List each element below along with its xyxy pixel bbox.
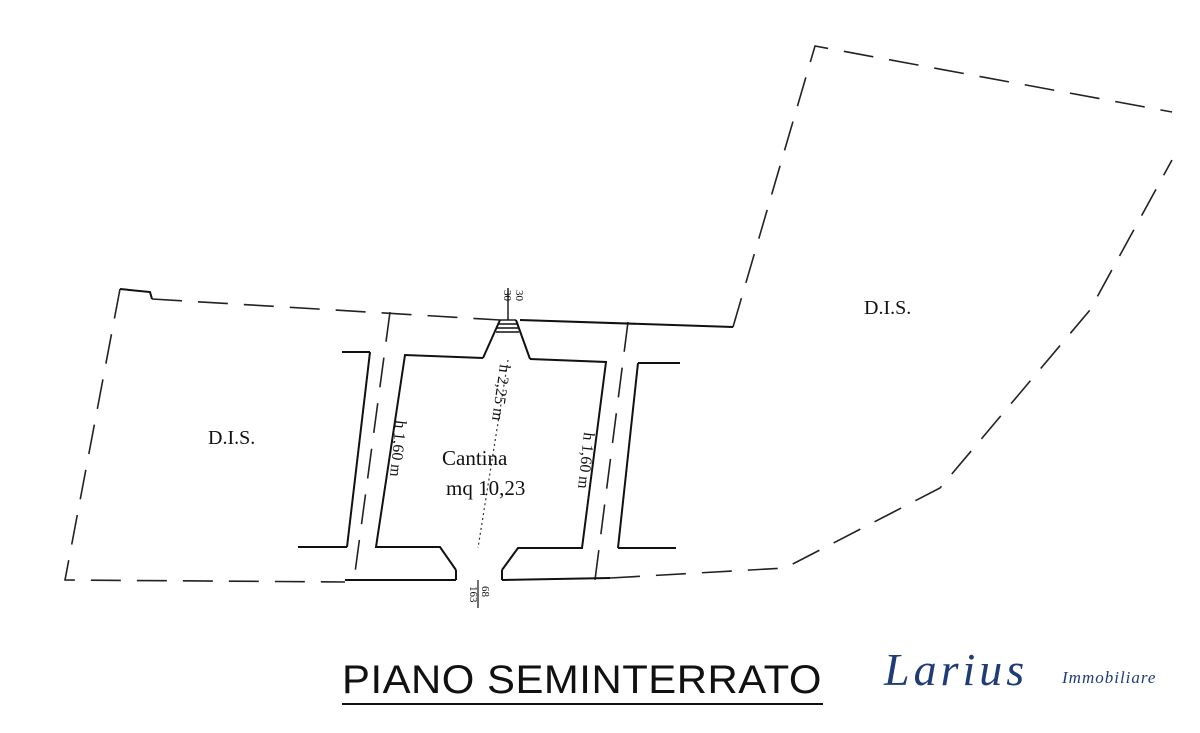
room-area: mq 10,23 [446, 476, 525, 500]
wall-top-right-segment [519, 319, 734, 328]
boundary-bottom-right [609, 159, 1173, 579]
window-splay-right [515, 319, 531, 360]
room-name: Cantina [442, 446, 508, 470]
room-center-line [477, 359, 509, 549]
room-walls-right [501, 358, 608, 571]
wall-left-outer [346, 351, 371, 548]
wall-right-outer [617, 362, 639, 549]
brand-name: Larius [883, 644, 1028, 695]
brand-tagline: Immobiliare [1061, 668, 1156, 687]
walls [119, 288, 734, 581]
property-boundary [64, 45, 1173, 583]
height-label-left: h 1,60 m [386, 420, 409, 478]
brand-logo: Larius Immobiliare [883, 644, 1156, 695]
boundary-outline [64, 288, 346, 583]
height-label-center: h 2,25 m [488, 363, 513, 422]
window-symbol [496, 288, 519, 333]
window-splay [482, 319, 501, 359]
floor-title: PIANO SEMINTERRATO [342, 658, 822, 702]
room-walls [374, 353, 484, 571]
room-cantina [374, 319, 608, 580]
boundary-top-left [151, 298, 501, 321]
door-dim-upper: 68 [479, 586, 491, 598]
wall-bottom-right [501, 577, 611, 581]
wall-top-notch [119, 288, 153, 300]
height-label-right: h 1,60 m [574, 432, 597, 490]
boundary-top-right [732, 45, 1173, 328]
window-dim-upper: 30 [513, 290, 525, 302]
dis-left-label: D.I.S. [208, 427, 255, 449]
wall-dash-right [594, 321, 629, 581]
door-dim-lower: 163 [467, 586, 479, 603]
window-dim-lower: 30 [501, 290, 513, 302]
dis-right-label: D.I.S. [864, 297, 911, 319]
